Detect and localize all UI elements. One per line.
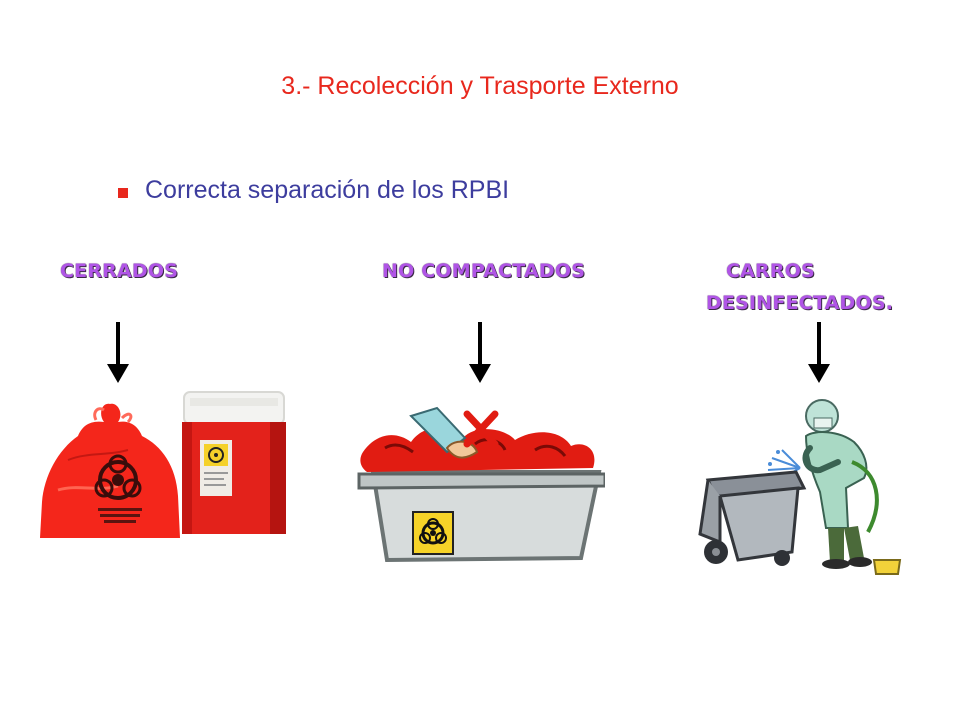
down-arrow-icon [808, 322, 830, 383]
bullet-text: Correcta separación de los RPBI [145, 176, 510, 204]
label-carros: CARROS [726, 260, 815, 282]
label-cerrados: CERRADOS [60, 260, 179, 282]
label-no-compactados: NO COMPACTADOS [382, 260, 586, 282]
down-arrow-icon [469, 322, 491, 383]
bullet-marker-icon [118, 187, 128, 198]
bullet-item: Correcta separación de los RPBI [118, 176, 509, 205]
red-biohazard-bag-icon [40, 403, 180, 538]
down-arrow-icon [107, 322, 129, 383]
worker-washing-cart-icon [698, 399, 902, 575]
red-sharps-container-icon [182, 391, 286, 534]
overfilled-biohazard-bin-icon [355, 390, 605, 568]
label-desinfectados: DESINFECTADOS. [706, 292, 894, 314]
slide-title: 3.- Recolección y Trasporte Externo [281, 72, 679, 100]
